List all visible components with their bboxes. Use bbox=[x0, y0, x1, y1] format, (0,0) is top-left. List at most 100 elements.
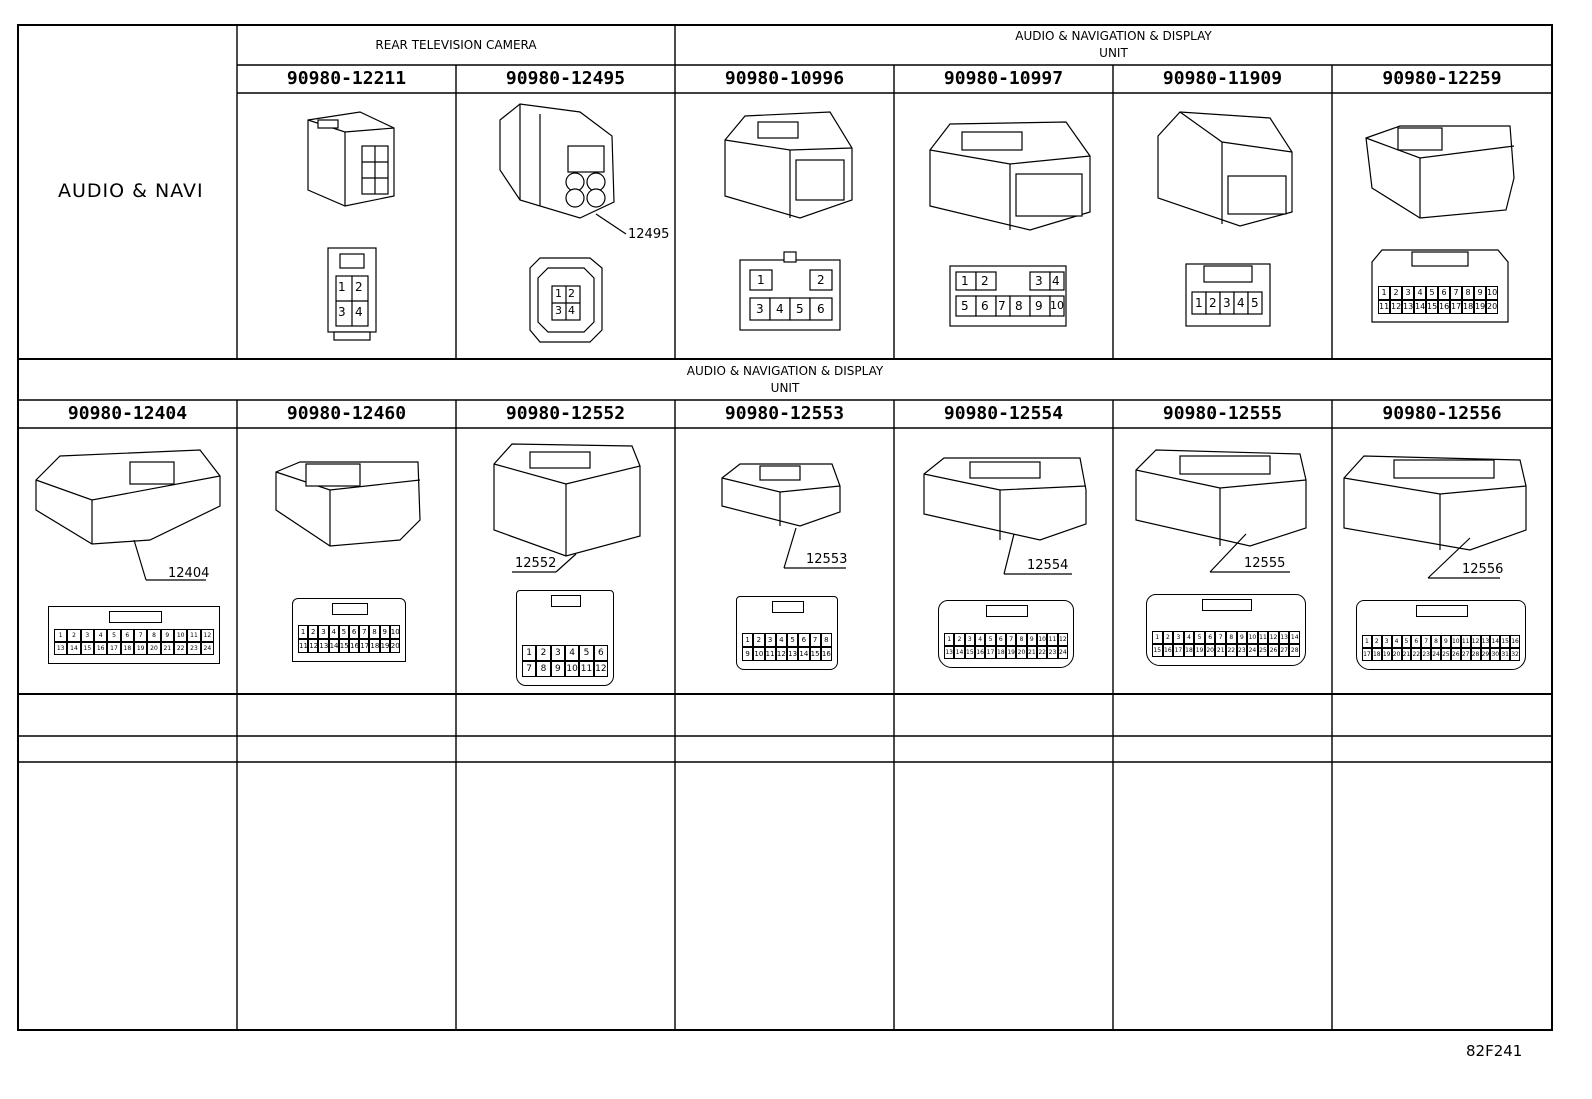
pin-label: 1 bbox=[338, 280, 346, 294]
pin-label: 6 bbox=[981, 299, 989, 313]
pin-label: 2 bbox=[568, 287, 575, 300]
part-number: 90980-10996 bbox=[724, 68, 845, 89]
pin-label: 23 bbox=[1047, 646, 1058, 659]
pin-label: 8 bbox=[1015, 299, 1023, 313]
pin-label: 12 bbox=[200, 629, 214, 642]
pin-label: 25 bbox=[1257, 644, 1269, 657]
pin-label: 1 bbox=[1152, 631, 1163, 644]
pin-label: 9 bbox=[1441, 635, 1451, 648]
pin-label: 13 bbox=[54, 642, 68, 655]
callout-label: 12553 bbox=[806, 552, 848, 567]
pin-label: 7 bbox=[133, 629, 148, 642]
pin-label: 2 bbox=[355, 280, 363, 294]
pin-label: 5 bbox=[1251, 296, 1259, 310]
pin-label: 13 bbox=[787, 647, 799, 661]
pin-label: 24 bbox=[1431, 648, 1441, 661]
pin-label: 30 bbox=[1490, 648, 1501, 661]
pin-label: 32 bbox=[1510, 648, 1520, 661]
latch bbox=[550, 595, 582, 607]
pin-face-12211 bbox=[327, 247, 377, 341]
pin-label: 1 bbox=[298, 625, 309, 639]
group-header-audio-nav-line1: AUDIO & NAVIGATION & DISPLAY bbox=[1015, 29, 1212, 43]
pin-label: 3 bbox=[1223, 296, 1231, 310]
pin-label: 8 bbox=[147, 629, 161, 642]
pin-label: 2 bbox=[981, 274, 989, 288]
pin-label: 20 bbox=[1204, 644, 1216, 657]
pin-label: 22 bbox=[1036, 646, 1048, 659]
pin-label: 6 bbox=[995, 633, 1006, 646]
pin-label: 7 bbox=[1450, 286, 1462, 300]
pin-label: 25 bbox=[1441, 648, 1451, 661]
pin-label: 13 bbox=[1480, 635, 1491, 648]
pin-label: 15 bbox=[80, 642, 94, 655]
pin-label: 6 bbox=[120, 629, 134, 642]
pin-label: 8 bbox=[1431, 635, 1441, 648]
pin-label: 10 bbox=[1486, 286, 1498, 300]
pin-label: 5 bbox=[1401, 635, 1412, 648]
pin-label: 21 bbox=[1215, 644, 1226, 657]
pin-label: 5 bbox=[961, 299, 969, 313]
pin-label: 7 bbox=[1215, 631, 1226, 644]
pin-label: 3 bbox=[338, 305, 346, 319]
pin-label: 23 bbox=[1236, 644, 1248, 657]
pin-label: 7 bbox=[809, 633, 821, 647]
pin-label: 19 bbox=[1381, 648, 1392, 661]
callout-label: 12552 bbox=[515, 556, 557, 571]
pin-label: 12 bbox=[308, 639, 319, 653]
pin-label: 23 bbox=[1421, 648, 1432, 661]
pin-label: 9 bbox=[379, 625, 390, 639]
pin-label: 19 bbox=[1474, 300, 1486, 314]
pin-label: 15 bbox=[809, 647, 821, 661]
part-number: 90980-12555 bbox=[1162, 403, 1283, 424]
pin-label: 17 bbox=[107, 642, 121, 655]
group-header-rear-camera: REAR TELEVISION CAMERA bbox=[375, 38, 537, 52]
pin-label: 9 bbox=[160, 629, 174, 642]
pin-label: 2 bbox=[1162, 631, 1174, 644]
pin-label: 16 bbox=[1438, 300, 1450, 314]
pin-label: 10 bbox=[1036, 633, 1048, 646]
pin-label: 4 bbox=[355, 305, 363, 319]
pin-label: 17 bbox=[985, 646, 996, 659]
pin-label: 19 bbox=[1194, 644, 1205, 657]
pin-label: 18 bbox=[995, 646, 1006, 659]
part-number: 90980-11909 bbox=[1162, 68, 1283, 89]
pin-label: 19 bbox=[379, 639, 390, 653]
pin-label: 7 bbox=[998, 299, 1006, 313]
part-number: 90980-12552 bbox=[505, 403, 626, 424]
pin-label: 3 bbox=[1173, 631, 1184, 644]
pin-label: 14 bbox=[1414, 300, 1426, 314]
pin-label: 4 bbox=[776, 302, 784, 316]
pin-label: 11 bbox=[764, 647, 776, 661]
pin-label: 9 bbox=[1035, 299, 1043, 313]
pin-label: 20 bbox=[1486, 300, 1498, 314]
pin-label: 12 bbox=[593, 661, 608, 677]
group-header-audio-nav-row2-line1: AUDIO & NAVIGATION & DISPLAY bbox=[686, 364, 884, 378]
pin-label: 28 bbox=[1470, 648, 1481, 661]
pin-label: 16 bbox=[1510, 635, 1520, 648]
pin-label: 3 bbox=[1402, 286, 1414, 300]
pin-label: 15 bbox=[964, 646, 975, 659]
pin-label: 3 bbox=[318, 625, 329, 639]
pin-label: 14 bbox=[1490, 635, 1501, 648]
pin-label: 1 bbox=[742, 633, 754, 647]
pin-label: 3 bbox=[764, 633, 776, 647]
pin-label: 26 bbox=[1450, 648, 1461, 661]
pin-label: 5 bbox=[787, 633, 799, 647]
pin-label: 31 bbox=[1500, 648, 1511, 661]
pin-label: 8 bbox=[536, 661, 551, 677]
pin-label: 10 bbox=[1050, 299, 1064, 312]
pin-label: 20 bbox=[389, 639, 400, 653]
pin-label: 3 bbox=[80, 629, 94, 642]
pin-label: 16 bbox=[1162, 644, 1174, 657]
pin-label: 6 bbox=[798, 633, 810, 647]
pin-label: 21 bbox=[1401, 648, 1412, 661]
pin-face-10997 bbox=[949, 265, 1067, 327]
